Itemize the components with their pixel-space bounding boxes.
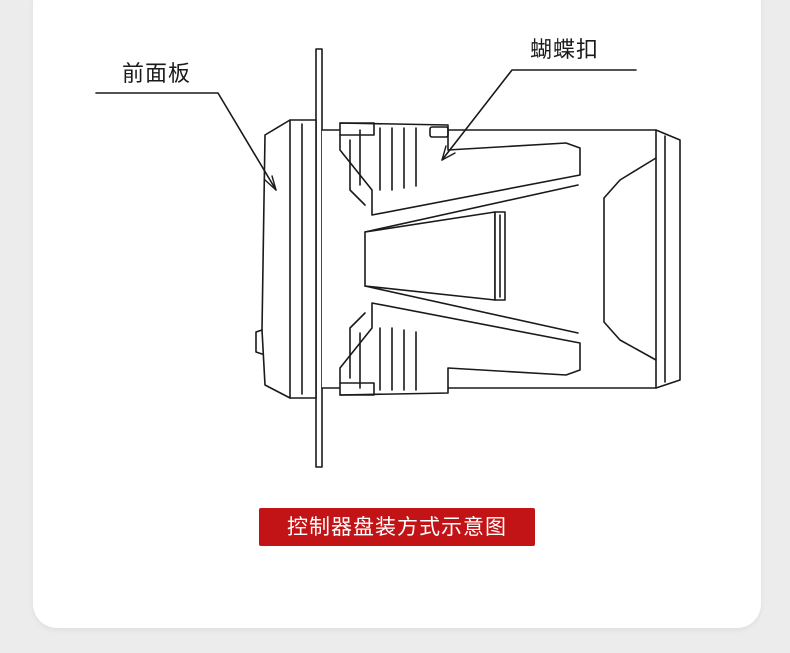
front-panel-leader-arrow (264, 175, 277, 191)
diagram-caption: 控制器盘装方式示意图 (259, 508, 535, 546)
front-bezel (255, 119, 317, 399)
controller-body (321, 122, 681, 396)
front-panel-label: 前面板 (122, 62, 192, 87)
front-panel-leader (95, 92, 277, 191)
mounting-panel (315, 48, 323, 468)
butterfly-clip-leader-arrow (441, 145, 456, 161)
butterfly-clip-label: 蝴蝶扣 (530, 38, 600, 63)
butterfly-clip-leader (441, 69, 637, 161)
